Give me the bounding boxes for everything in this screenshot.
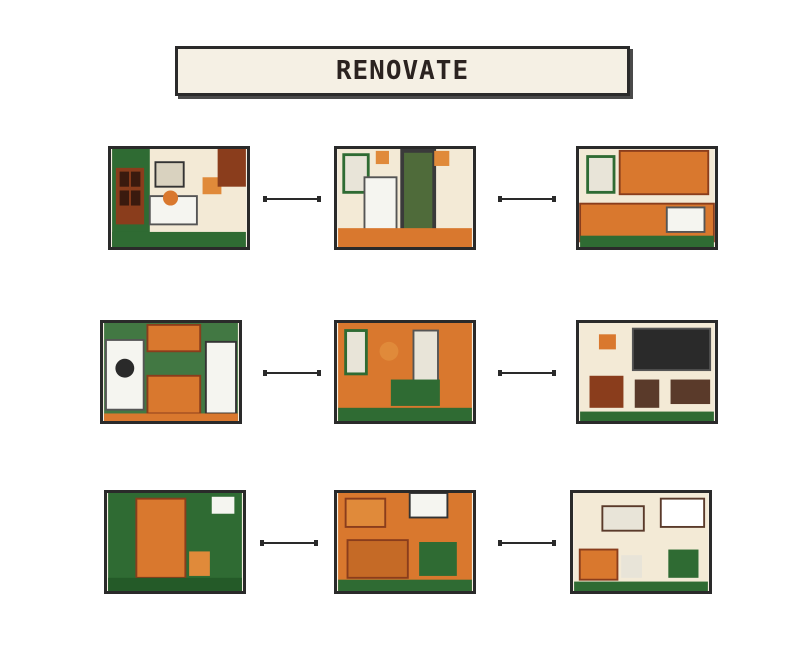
tile-green-room-fridge[interactable] — [104, 490, 246, 594]
arrow-3-1 — [260, 537, 318, 549]
tile-room-with-window[interactable] — [570, 490, 712, 594]
tile-tv-living-room[interactable] — [576, 320, 718, 424]
tile-washer-cabinets-shelf[interactable] — [100, 320, 242, 424]
tile-kitchen-window-sink[interactable] — [108, 146, 250, 250]
arrow-3-2 — [498, 537, 556, 549]
title-banner: RENOVATE — [175, 46, 630, 96]
tile-fridge-ladder[interactable] — [334, 146, 476, 250]
tile-orange-room-door[interactable] — [334, 320, 476, 424]
arrow-1-2 — [498, 193, 556, 205]
arrow-2-2 — [498, 367, 556, 379]
tile-kitchen-counter-sign[interactable] — [334, 490, 476, 594]
tile-cabinets-bathtub[interactable] — [576, 146, 718, 250]
arrow-1-1 — [263, 193, 321, 205]
title-text: RENOVATE — [336, 56, 469, 86]
arrow-2-1 — [263, 367, 321, 379]
